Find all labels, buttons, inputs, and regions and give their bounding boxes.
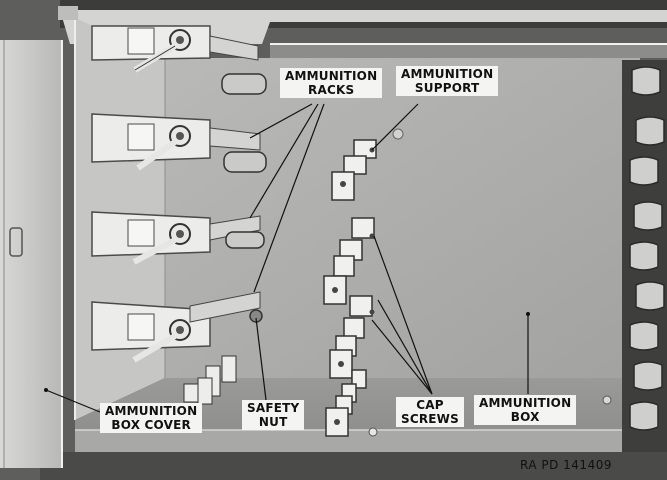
box-back-wall (165, 58, 640, 378)
reference-number: RA PD 141409 (520, 458, 612, 472)
label-ammunition-racks: AMMUNITION RACKS (280, 68, 383, 98)
label-ammunition-racks-line1: AMMUNITION (285, 69, 378, 83)
label-ammunition-box-line1: AMMUNITION (479, 396, 572, 410)
leader-lines (45, 103, 529, 413)
label-ammunition-box-cover-line2: BOX COVER (111, 418, 191, 432)
cover-latch (9, 227, 23, 257)
ammunition-rack-3 (91, 211, 265, 265)
label-ammunition-support: AMMUNITION SUPPORT (396, 66, 499, 96)
ammunition-support-blocks (323, 139, 377, 437)
label-ammunition-box-line2: BOX (510, 410, 540, 424)
label-ammunition-box-cover-line1: AMMUNITION (105, 404, 198, 418)
ammunition-rounds (629, 66, 665, 431)
label-safety-nut: SAFETY NUT (242, 400, 305, 430)
label-ammunition-support-line2: SUPPORT (414, 81, 480, 95)
label-ammunition-box: AMMUNITION BOX (474, 395, 577, 425)
ammunition-rack-1 (91, 25, 267, 95)
box-cover (0, 40, 62, 468)
label-cap-screws-line1: CAP (416, 398, 444, 412)
label-cap-screws-line2: SCREWS (401, 412, 459, 426)
floor-clips (183, 355, 237, 405)
label-ammunition-support-line1: AMMUNITION (401, 67, 494, 81)
label-safety-nut-line1: SAFETY (247, 401, 300, 415)
label-ammunition-racks-line2: RACKS (308, 83, 355, 97)
ammunition-rack-4 (91, 291, 263, 363)
label-cap-screws: CAP SCREWS (396, 397, 464, 427)
ammunition-rack-2 (91, 113, 267, 173)
label-ammunition-box-cover: AMMUNITION BOX COVER (100, 403, 203, 433)
label-safety-nut-line2: NUT (258, 415, 288, 429)
